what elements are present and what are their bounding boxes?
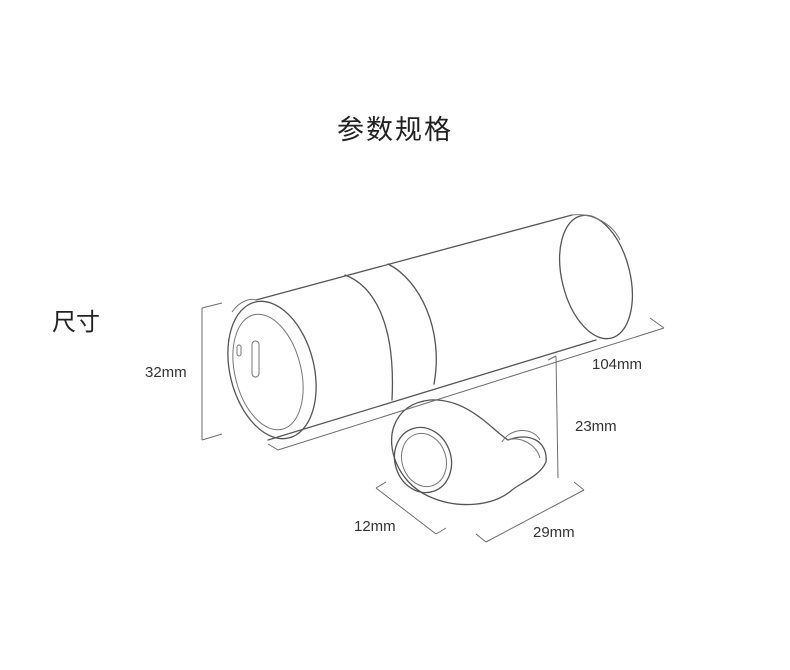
dim-label-case-length: 104mm — [592, 356, 643, 373]
page-title: 参数规格 — [337, 115, 453, 146]
dim-label-case-height: 32mm — [145, 364, 187, 381]
section-label-size: 尺寸 — [52, 308, 100, 336]
dim-label-earbud-depth: 12mm — [354, 518, 396, 535]
dim-label-earbud-width: 29mm — [533, 524, 575, 541]
charging-case — [227, 214, 633, 441]
dimension-lines — [201, 302, 665, 543]
earbud — [390, 399, 547, 506]
dim-label-earbud-height: 23mm — [575, 418, 617, 435]
